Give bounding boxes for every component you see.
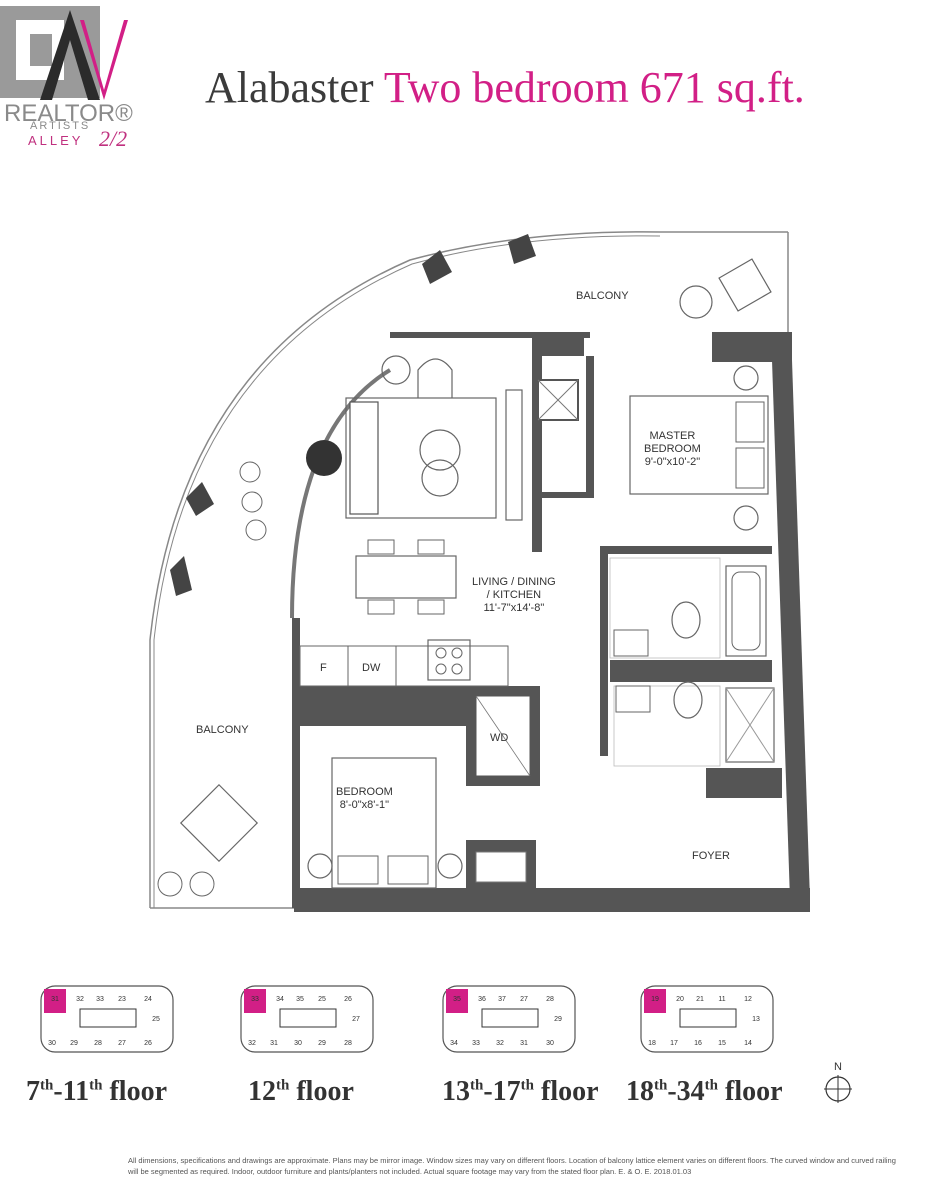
highlighted-suite [446,989,468,1013]
suite-number: 23 [118,996,126,1003]
floor-label: 13th-17th floor [442,1076,599,1107]
suite-number: 32 [76,996,84,1003]
suite-number: 33 [251,996,259,1003]
keyplan-diagram: 33 34 35 25 26 27 32 31 30 29 28 [240,985,374,1053]
suite-number: 12 [744,996,752,1003]
suite-number: 27 [352,1016,360,1023]
north-arrow: N [822,1061,854,1110]
building-core [79,1008,137,1028]
suite-number: 28 [344,1040,352,1047]
disclaimer: All dimensions, specifications and drawi… [128,1156,896,1176]
keyplan-diagram: 19 20 21 11 12 13 18 17 16 15 14 [640,985,774,1053]
label-fridge: F [320,662,327,674]
suite-number: 14 [744,1040,752,1047]
suite-number: 31 [520,1040,528,1047]
room-balcony-left: BALCONY [196,724,249,736]
suite-number: 26 [344,996,352,1003]
av-monogram-icon [0,6,128,100]
suite-number: 24 [144,996,152,1003]
floor-label: 7th-11th floor [26,1076,167,1107]
suite-description: Two bedroom 671 sq.ft. [383,63,805,112]
suite-number: 26 [144,1040,152,1047]
suite-number: 30 [294,1040,302,1047]
suite-number: 28 [94,1040,102,1047]
suite-number: 13 [752,1016,760,1023]
suite-number: 16 [694,1040,702,1047]
keyplan-diagram: 35 36 37 27 28 29 34 33 32 31 30 [442,985,576,1053]
suite-number: 21 [696,996,704,1003]
suite-number: 25 [152,1016,160,1023]
suite-number: 32 [496,1040,504,1047]
suite-number: 31 [270,1040,278,1047]
suite-number: 29 [554,1016,562,1023]
building-core [279,1008,337,1028]
floor-plan-drawing [149,231,810,912]
suite-number: 33 [96,996,104,1003]
room-balcony-top: BALCONY [576,290,629,302]
suite-number: 34 [450,1040,458,1047]
suite-number: 35 [453,996,461,1003]
floor-label: 18th-34th floor [626,1076,783,1107]
suite-number: 20 [676,996,684,1003]
room-master-bedroom: MASTER BEDROOM 9'-0"x10'-2" [644,430,701,468]
suite-number: 25 [318,996,326,1003]
suite-name: Alabaster [205,63,374,112]
logo: REALTOR® ARTISTS ALLEY 2/2 [0,0,140,160]
page-title: Alabaster Two bedroom 671 sq.ft. [205,62,805,113]
realtor-mark: REALTOR® [4,100,133,127]
suite-number: 34 [276,996,284,1003]
suite-number: 36 [478,996,486,1003]
building-core [679,1008,737,1028]
suite-number: 18 [648,1040,656,1047]
logo-alley-text: ALLEY [28,133,84,148]
floor-plan: BALCONY BALCONY MASTER BEDROOM 9'-0"x10'… [140,220,820,925]
logo-half-text: 2/2 [99,126,128,151]
highlighted-suite [644,989,666,1013]
suite-number: 33 [472,1040,480,1047]
room-foyer: FOYER [692,850,730,862]
suite-number: 27 [520,996,528,1003]
suite-number: 30 [48,1040,56,1047]
highlighted-suite [44,989,66,1013]
label-dishwasher: DW [362,662,381,674]
suite-number: 32 [248,1040,256,1047]
building-core [481,1008,539,1028]
north-label: N [834,1061,842,1073]
suite-number: 31 [51,996,59,1003]
suite-number: 37 [498,996,506,1003]
suite-number: 35 [296,996,304,1003]
suite-number: 11 [718,996,725,1003]
suite-number: 17 [670,1040,678,1047]
suite-number: 29 [318,1040,326,1047]
suite-number: 30 [546,1040,554,1047]
keyplan-4: 19 20 21 11 12 13 18 17 16 15 14 [640,985,774,1058]
highlighted-suite [244,989,266,1013]
keyplan-1: 31 32 33 23 24 25 30 29 28 27 26 [40,985,174,1058]
suite-number: 29 [70,1040,78,1047]
suite-number: 19 [651,996,659,1003]
suite-number: 28 [546,996,554,1003]
keyplan-2: 33 34 35 25 26 27 32 31 30 29 28 [240,985,374,1058]
keyplan-3: 35 36 37 27 28 29 34 33 32 31 30 [442,985,576,1058]
suite-number: 15 [718,1040,726,1047]
suite-number: 27 [118,1040,126,1047]
compass-icon [824,1075,852,1103]
logo-artists-text: ARTISTS [30,120,91,132]
label-washer-dryer: WD [490,732,509,744]
keyplan-diagram: 31 32 33 23 24 25 30 29 28 27 26 [40,985,174,1053]
floor-label: 12th floor [248,1076,354,1107]
room-living-dining-kitchen: LIVING / DINING / KITCHEN 11'-7"x14'-8" [472,576,556,614]
room-bedroom: BEDROOM 8'-0"x8'-1" [336,786,393,811]
